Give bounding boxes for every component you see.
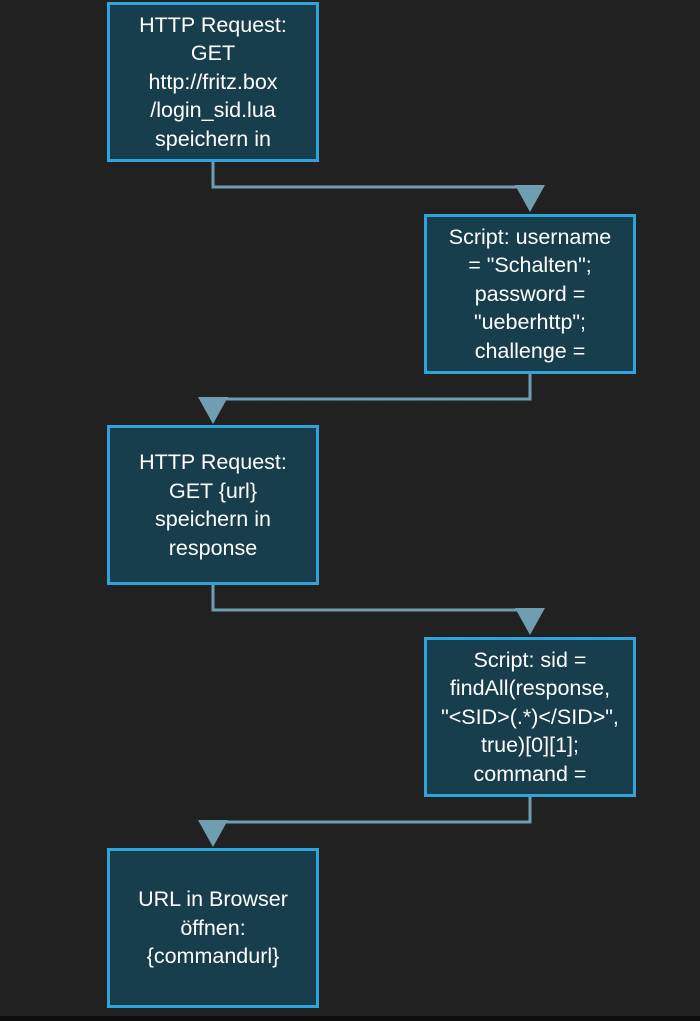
arrow-down-icon [198,397,228,424]
node-label: HTTP Request: GET {url} speichern in res… [139,450,287,560]
arrow-down-icon [515,185,545,212]
connector-4-to-5 [198,797,532,847]
node-script-sid[interactable]: Script: sid = findAll(response, "<SID>(.… [424,637,636,797]
node-http-request-url[interactable]: HTTP Request: GET {url} speichern in res… [107,425,319,585]
connector-2-to-3 [198,374,532,424]
node-label: Script: username = "Schalten"; password … [448,224,612,363]
node-open-url[interactable]: URL in Browser öffnen: {commandurl} [107,848,319,1008]
arrow-down-icon [198,820,228,847]
connector-1-to-2 [211,162,545,212]
node-label: HTTP Request: GET http://fritz.box /logi… [139,12,287,151]
node-script-credentials[interactable]: Script: username = "Schalten"; password … [424,214,636,374]
connector-3-to-4 [211,585,545,635]
node-http-request-login[interactable]: HTTP Request: GET http://fritz.box /logi… [107,2,319,162]
node-label: URL in Browser öffnen: {commandurl} [138,887,288,969]
node-label: Script: sid = findAll(response, "<SID>(.… [441,647,619,786]
bottom-edge [0,1016,700,1021]
arrow-down-icon [515,608,545,635]
